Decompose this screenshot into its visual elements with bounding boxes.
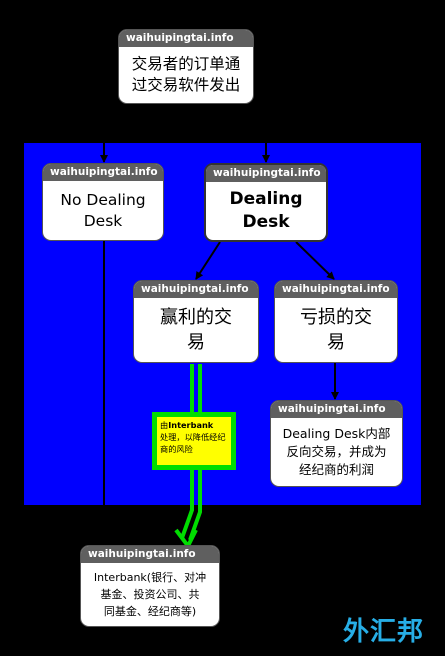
note-rest: 处理，以降低经纪商的风险 [160, 432, 226, 454]
interbank-text: Interbank(银行、对冲 基金、投资公司、共 同基金、经纪商等) [93, 571, 207, 618]
interbank-note-text: 由Interbank 处理，以降低经纪商的风险 [157, 417, 231, 465]
loss-trade-node: waihuipingtai.info 亏损的交 易 [274, 280, 398, 363]
link-dd-profit [195, 241, 221, 280]
internal-offset-node: waihuipingtai.info Dealing Desk内部 反向交易，并… [270, 400, 403, 487]
link-dd-loss [295, 241, 335, 280]
dealing-desk-text: Dealing Desk [229, 189, 303, 232]
profit-trade-text: 赢利的交 易 [160, 307, 232, 353]
source-node: waihuipingtai.info 交易者的订单通 过交易软件发出 [118, 29, 254, 104]
interbank-note: 由Interbank 处理，以降低经纪商的风险 [152, 412, 236, 470]
brand-logo: 外汇邦 [343, 617, 425, 647]
profit-trade-node: waihuipingtai.info 赢利的交 易 [133, 280, 259, 363]
internal-offset-text: Dealing Desk内部 反向交易，并成为 经纪商的利润 [282, 426, 391, 477]
interbank-node: waihuipingtai.info Interbank(银行、对冲 基金、投资… [80, 545, 220, 627]
loss-trade-header: waihuipingtai.info [275, 281, 397, 298]
note-prefix: 由 [160, 420, 169, 430]
interbank-header: waihuipingtai.info [81, 546, 219, 563]
no-dealing-desk-text: No Dealing Desk [60, 190, 146, 230]
profit-trade-header: waihuipingtai.info [134, 281, 258, 298]
source-header: waihuipingtai.info [119, 30, 253, 47]
no-dealing-desk-header: waihuipingtai.info [43, 164, 163, 181]
source-text: 交易者的订单通 过交易软件发出 [131, 55, 241, 94]
internal-offset-header: waihuipingtai.info [271, 401, 402, 418]
loss-trade-text: 亏损的交 易 [300, 307, 372, 353]
note-bold: Interbank [168, 420, 214, 430]
dealing-desk-header: waihuipingtai.info [206, 165, 326, 182]
dealing-desk-node: waihuipingtai.info Dealing Desk [204, 163, 328, 242]
no-dealing-desk-node: waihuipingtai.info No Dealing Desk [42, 163, 164, 241]
